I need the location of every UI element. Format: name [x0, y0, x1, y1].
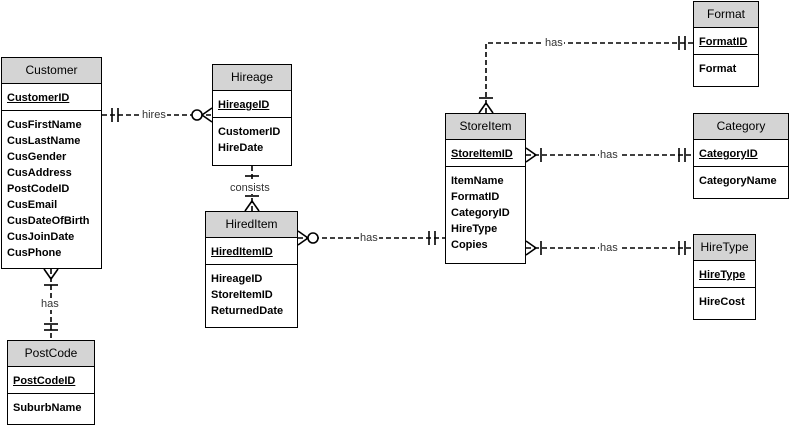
entity-title: HiredItem	[206, 212, 297, 238]
attribute: FormatID	[451, 191, 500, 203]
attribute: CusLastName	[7, 135, 81, 147]
primary-key: CustomerID	[2, 84, 101, 111]
rel-label-has-hireditem: has	[359, 232, 379, 244]
connector-format-storeitem	[478, 36, 693, 114]
entity-format: Format FormatID Format	[693, 1, 759, 87]
primary-key: StoreItemID	[446, 140, 525, 167]
entity-title: HireType	[694, 235, 755, 261]
primary-key: FormatID	[694, 28, 758, 55]
primary-key: HiredItemID	[206, 238, 297, 265]
attribute: CusAddress	[7, 167, 72, 179]
attribute: PostCodeID	[7, 183, 70, 195]
entity-hireditem: HiredItem HiredItemID HireageID StoreIte…	[205, 211, 298, 328]
attribute: CategoryID	[451, 207, 510, 219]
attribute-list: CustomerID HireDate	[213, 118, 291, 160]
primary-key: HireageID	[213, 91, 291, 118]
attribute: CusFirstName	[7, 119, 82, 131]
attribute: ItemName	[451, 175, 504, 187]
attribute-list: HireageID StoreItemID ReturnedDate	[206, 265, 297, 323]
entity-category: Category CategoryID CategoryName	[693, 113, 789, 199]
rel-label-has-postcode: has	[40, 298, 60, 310]
primary-key: HireType	[694, 261, 755, 288]
attribute-list: HireCost	[694, 288, 755, 314]
rel-label-has-format: has	[544, 37, 564, 49]
primary-key: PostCodeID	[8, 367, 94, 394]
primary-key: CategoryID	[694, 140, 788, 167]
attribute: CusGender	[7, 151, 67, 163]
connector-customer-postcode	[43, 268, 59, 340]
attribute: HireDate	[218, 142, 264, 154]
attribute: SuburbName	[13, 402, 82, 414]
attribute-list: CusFirstName CusLastName CusGender CusAd…	[2, 111, 101, 265]
attribute: CategoryName	[699, 175, 777, 187]
attribute: CusEmail	[7, 199, 58, 211]
attribute-list: SuburbName	[8, 394, 94, 420]
attribute: Format	[699, 63, 737, 75]
attribute: CusDateOfBirth	[7, 215, 90, 227]
attribute-list: Format	[694, 55, 758, 81]
rel-label-has-category: has	[599, 149, 619, 161]
attribute: HireType	[451, 223, 498, 235]
attribute-list: ItemName FormatID CategoryID HireType Co…	[446, 167, 525, 257]
rel-label-consists: consists	[229, 182, 271, 194]
rel-label-hires: hires	[141, 109, 167, 121]
entity-title: Customer	[2, 58, 101, 84]
connector-hireage-hireditem	[244, 166, 260, 212]
entity-title: PostCode	[8, 341, 94, 367]
attribute: CusPhone	[7, 247, 62, 259]
rel-label-has-hiretype: has	[599, 242, 619, 254]
attribute: CusJoinDate	[7, 231, 75, 243]
entity-storeitem: StoreItem StoreItemID ItemName FormatID …	[445, 113, 526, 264]
entity-title: Format	[694, 2, 758, 28]
entity-customer: Customer CustomerID CusFirstName CusLast…	[1, 57, 102, 269]
entity-title: Category	[694, 114, 788, 140]
entity-postcode: PostCode PostCodeID SuburbName	[7, 340, 95, 425]
entity-title: StoreItem	[446, 114, 525, 140]
attribute: StoreItemID	[211, 289, 273, 301]
attribute: CustomerID	[218, 126, 281, 138]
attribute-list: CategoryName	[694, 167, 788, 193]
attribute: HireageID	[211, 273, 263, 285]
entity-hiretype: HireType HireType HireCost	[693, 234, 756, 320]
attribute: Copies	[451, 239, 488, 251]
entity-hireage: Hireage HireageID CustomerID HireDate	[212, 64, 292, 166]
connector-customer-hireage	[102, 107, 213, 123]
attribute: HireCost	[699, 296, 745, 308]
attribute: ReturnedDate	[211, 305, 284, 317]
entity-title: Hireage	[213, 65, 291, 91]
